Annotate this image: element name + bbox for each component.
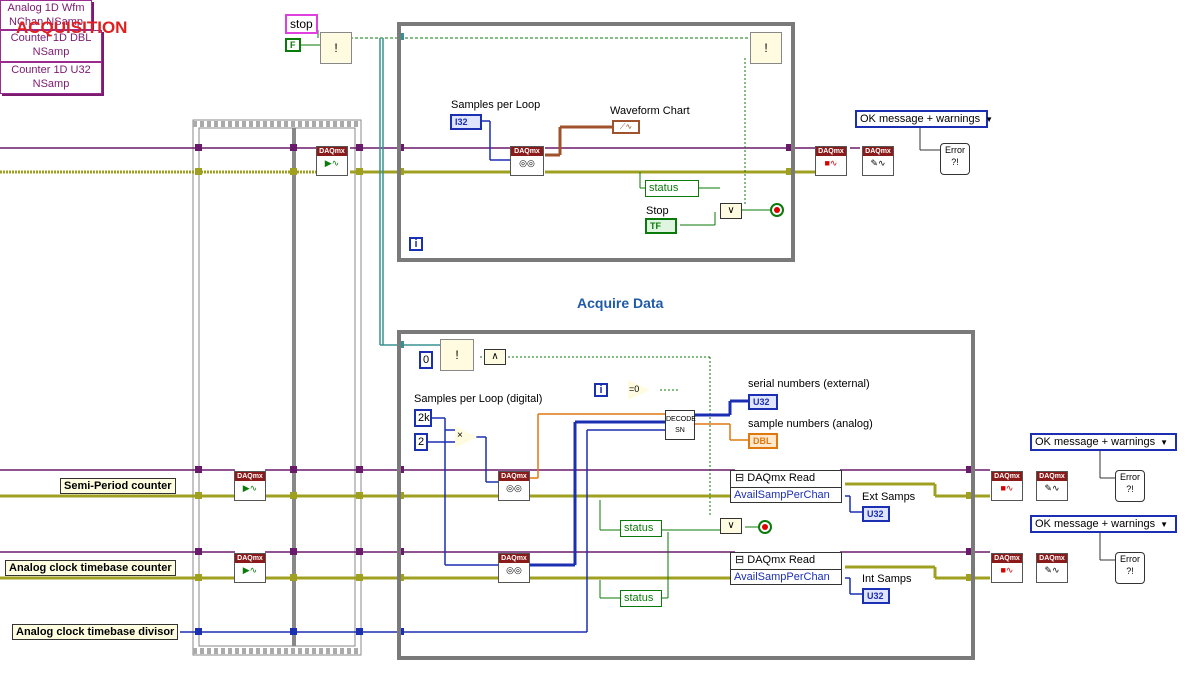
acquisition-title: ACQUISITION [16, 18, 128, 37]
int-samps-indicator[interactable]: U32 [862, 588, 890, 604]
daqmx-start-analog[interactable]: DAQmx▶∿ [234, 553, 266, 583]
read-mode-dbl-selector[interactable]: Counter 1D DBL NSamp [0, 30, 102, 62]
waveform-chart-indicator[interactable]: ⟋∿ [612, 120, 640, 134]
read-mode-u32-selector[interactable]: Counter 1D U32 NSamp [0, 62, 102, 94]
property-node-icon: ⊟ [735, 554, 745, 566]
simple-error-handler-mid[interactable]: Error ?! [1115, 470, 1145, 502]
ext-samps-indicator[interactable]: U32 [862, 506, 890, 522]
k2-constant[interactable]: 2k [414, 409, 432, 427]
loop-condition-top[interactable] [770, 203, 784, 217]
zero-constant[interactable]: 0 [419, 351, 433, 369]
analog-divisor-terminal[interactable]: Analog clock timebase divisor [12, 624, 179, 640]
sample-numbers-indicator[interactable]: DBL [748, 433, 778, 449]
daqmx-start-top[interactable]: DAQmx▶∿ [316, 146, 348, 176]
daqmx-stop-mid[interactable]: DAQmx■∿ [991, 471, 1023, 501]
daqmx-clear-mid[interactable]: DAQmx✎∿ [1036, 471, 1068, 501]
multiply-sign: × [457, 430, 463, 441]
simple-error-handler-top[interactable]: Error ?! [940, 143, 970, 175]
status-unbundle-1[interactable]: status [620, 520, 662, 537]
waveform-chart-label: Waveform Chart [610, 105, 690, 117]
iteration-terminal-bottom: i [594, 383, 608, 397]
int-samps-label: Int Samps [862, 573, 912, 585]
daqmx-start-semi[interactable]: DAQmx▶∿ [234, 471, 266, 501]
divisor-wire [180, 429, 665, 633]
serial-numbers-indicator[interactable]: U32 [748, 394, 778, 410]
chevron-down-icon: ▼ [1160, 520, 1169, 529]
semi-period-terminal[interactable]: Semi-Period counter [60, 478, 176, 494]
daqmx-stop-bot[interactable]: DAQmx■∿ [991, 553, 1023, 583]
equal-zero-function[interactable] [628, 380, 650, 400]
decode-sn-subvi[interactable]: DECODE SN [665, 410, 696, 440]
daqmx-clear-top[interactable]: DAQmx✎∿ [862, 146, 894, 176]
property-node-icon: ⊟ [735, 472, 745, 484]
acquire-data-while-loop [397, 330, 975, 660]
notifier-icon[interactable]: ! [320, 32, 352, 64]
daqmx-read-u32-icon[interactable]: DAQmx◎◎ [498, 553, 530, 583]
daqmx-read-top-icon[interactable]: DAQmx◎◎ [510, 146, 544, 176]
count-wires [428, 417, 500, 566]
status-unbundle-top[interactable]: status [645, 180, 699, 197]
ext-samps-label: Ext Samps [862, 491, 916, 503]
handler-wires [919, 127, 1115, 561]
daqmx-read-property-1[interactable]: ⊟ DAQmx Read AvailSampPerChan [730, 470, 842, 503]
sample-numbers-label: sample numbers (analog) [748, 418, 873, 430]
error-handler-type-mid[interactable]: OK message + warnings▼ [1030, 433, 1177, 451]
multiply-function[interactable] [455, 426, 477, 448]
stop-indicator[interactable]: stop [285, 14, 318, 34]
chevron-down-icon: ▼ [1160, 438, 1169, 447]
dbl-wires [530, 413, 748, 479]
daqmx-read-property-2[interactable]: ⊟ DAQmx Read AvailSampPerChan [730, 552, 842, 585]
serial-numbers-label: serial numbers (external) [748, 378, 870, 390]
error-handler-type-top[interactable]: OK message + warnings▼ [855, 110, 993, 128]
avail-wires [845, 495, 862, 595]
chevron-down-icon: ▼ [985, 115, 994, 124]
samples-per-loop-label: Samples per Loop [451, 99, 541, 111]
read-mode-selector[interactable]: Analog 1D Wfm NChan NSamp [0, 0, 92, 30]
status-unbundle-2[interactable]: status [620, 590, 662, 607]
loop-condition-bottom[interactable] [758, 520, 772, 534]
acquisition-while-loop [397, 22, 795, 262]
daqmx-clear-bot[interactable]: DAQmx✎∿ [1036, 553, 1068, 583]
stop-button[interactable]: TF [645, 218, 677, 234]
samples-per-loop-control[interactable]: I32 [450, 114, 482, 130]
waveform-wire [545, 125, 612, 157]
and-function[interactable]: ∧ [484, 349, 506, 365]
analog-clock-terminal[interactable]: Analog clock timebase counter [5, 560, 176, 576]
iteration-terminal-top: i [409, 237, 423, 251]
false-constant[interactable]: F [285, 38, 301, 52]
or-function-top[interactable]: ∨ [720, 203, 742, 219]
equal-zero-sign: =0 [629, 384, 640, 394]
flat-sequence-frame [192, 119, 362, 656]
samples-digital-label: Samples per Loop (digital) [414, 393, 543, 405]
stop-label: Stop [646, 205, 669, 217]
wait-notifier-icon[interactable]: ! [440, 339, 474, 371]
daqmx-stop-top[interactable]: DAQmx■∿ [815, 146, 847, 176]
error-handler-type-bot[interactable]: OK message + warnings▼ [1030, 515, 1177, 533]
samples-wire [482, 120, 510, 161]
acquire-data-title: Acquire Data [577, 295, 664, 311]
notifier-wait-icon[interactable]: ! [750, 32, 782, 64]
or-function-bottom[interactable]: ∨ [720, 518, 742, 534]
daqmx-read-dbl-icon[interactable]: DAQmx◎◎ [498, 471, 530, 501]
u32-wires [530, 399, 748, 567]
two-constant[interactable]: 2 [414, 433, 428, 451]
simple-error-handler-bot[interactable]: Error ?! [1115, 552, 1145, 584]
